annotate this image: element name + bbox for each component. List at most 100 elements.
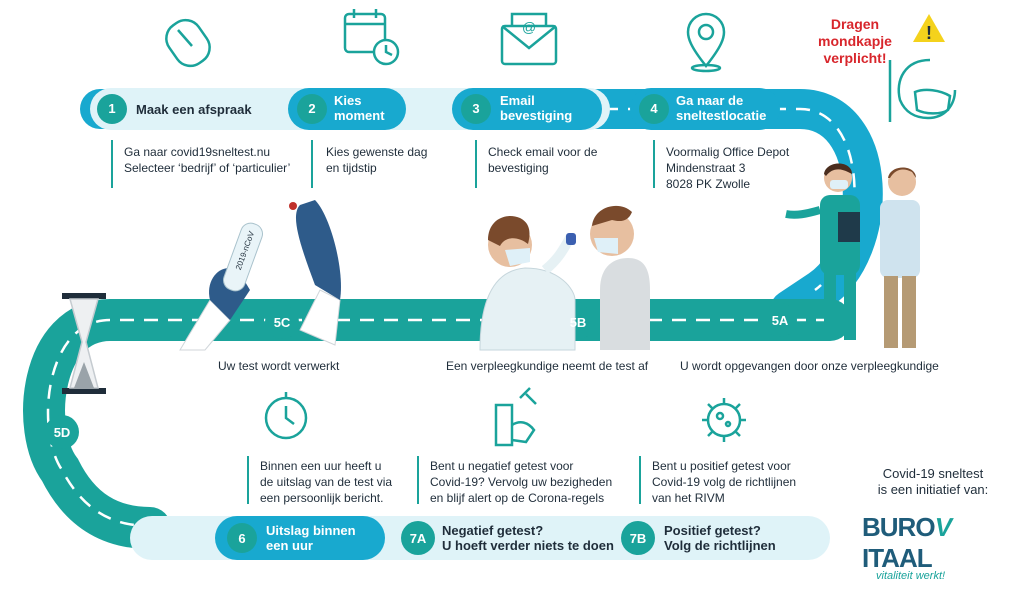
step5a-description: U wordt opgevangen door onze verpleegkun… [680, 359, 939, 373]
step7a-desc-line1: Bent u negatief getest voor [430, 459, 574, 473]
step3-pill-bg [452, 88, 602, 130]
brand-intro-line1: Covid-19 sneltest [882, 466, 984, 481]
logo-tagline: vitaliteit werkt! [876, 570, 946, 582]
step5b-description: Een verpleegkundige neemt de test af [446, 359, 649, 373]
logo-text-left: BURO [862, 512, 936, 542]
step7b-description: Bent u positief getest voor Covid-19 vol… [652, 458, 852, 506]
step1-circle [97, 94, 127, 124]
step5c-description: Uw test wordt verwerkt [218, 359, 340, 373]
step1-description: Ga naar covid19sneltest.nu Selecteer ‘be… [124, 144, 314, 176]
step3-title-line2: bevestiging [500, 108, 573, 123]
step6-desc-line1: Binnen een uur heeft u [260, 459, 382, 473]
step5c-circle [265, 305, 299, 339]
brand-intro-line2: is een initiatief van: [877, 482, 989, 497]
step4-number: 4 [650, 101, 658, 116]
step2-description: Kies gewenste dag en tijdstip [326, 144, 466, 176]
step3-circle [461, 94, 491, 124]
step1-desc-line1: Ga naar covid19sneltest.nu [124, 145, 271, 159]
step7b-title-line2: Volg de richtlijnen [664, 538, 776, 553]
step5a-label: 5A [771, 313, 789, 328]
step7a-circle [401, 521, 435, 555]
step7b-title: Positief getest? Volg de richtlijnen [664, 523, 824, 553]
burovitaal-logo: BUROVITAAL vitaliteit werkt! [862, 512, 1012, 582]
logo-v: V [932, 512, 955, 542]
warning-glyph: ! [926, 23, 932, 43]
step4-title-line1: Ga naar de [676, 93, 744, 108]
step7a-desc-line3: en blijf alert op de Corona-regels [430, 491, 605, 505]
step2-title-line2: moment [334, 108, 385, 123]
step7a-title: Negatief getest? U hoeft verder niets te… [442, 523, 632, 553]
step6-title: Uitslag binnen een uur [266, 523, 384, 553]
brand-intro: Covid-19 sneltest is een initiatief van: [858, 466, 1008, 498]
step2-circle [297, 94, 327, 124]
step4-desc-line1: Voormalig Office Depot [666, 145, 790, 159]
svg-text:@: @ [522, 19, 536, 35]
location-pin-icon [686, 12, 726, 73]
step6-circle [227, 523, 257, 553]
step2-desc-line2: en tijdstip [326, 161, 377, 175]
step1-number: 1 [108, 101, 116, 116]
wrench-hand-icon [494, 387, 537, 447]
swab-test-illustration [479, 205, 650, 351]
calendar-clock-icon [343, 9, 400, 66]
step5b-label: 5B [569, 315, 587, 330]
warning-line2: mondkapje [818, 33, 892, 49]
step7a-title-line1: Negatief getest? [442, 523, 544, 538]
step3-number: 3 [472, 101, 480, 116]
warning-line3: verplicht! [823, 50, 887, 66]
stopwatch-icon [264, 392, 308, 440]
step3-title: Email bevestiging [500, 93, 600, 123]
step2-desc-line1: Kies gewenste dag [326, 145, 428, 159]
step5d-circle [45, 415, 79, 449]
warning-line1: Dragen [830, 16, 880, 32]
hourglass-icon [62, 293, 106, 394]
step6-pill-bg [215, 516, 385, 560]
step6-description: Binnen een uur heeft u de uitslag van de… [260, 458, 420, 506]
step2-title: Kies moment [334, 93, 404, 123]
road-middle-dashes [46, 318, 830, 528]
step7b-circle [621, 521, 655, 555]
step6-title-line2: een uur [266, 538, 313, 553]
step2-number: 2 [308, 101, 316, 116]
step6-number: 6 [238, 531, 246, 546]
reception-illustration [785, 163, 920, 348]
step4-title: Ga naar de sneltestlocatie [676, 93, 780, 123]
step6-title-line1: Uitslag binnen [266, 523, 356, 538]
step7b-title-line1: Positief getest? [664, 523, 761, 538]
email-icon: @ [500, 12, 558, 66]
step5a-circle [763, 303, 797, 337]
road-top-dashes [100, 107, 856, 292]
step3-description: Check email voor de bevestiging [488, 144, 638, 176]
step7a-description: Bent u negatief getest voor Covid-19? Ve… [430, 458, 630, 506]
step7a-title-line2: U hoeft verder niets te doen [442, 538, 614, 553]
virus-icon [702, 398, 746, 442]
step7b-number: 7B [629, 531, 647, 546]
warning-icon: ! [913, 14, 945, 43]
step3-title-line1: Email [500, 93, 535, 108]
step2-title-line1: Kies [334, 93, 362, 108]
step5c-label: 5C [273, 315, 291, 330]
mask-warning-text: Dragen mondkapje verplicht! [810, 16, 900, 67]
step4-desc-line2: Mindenstraat 3 [666, 161, 746, 175]
step3-desc-line1: Check email voor de [488, 145, 598, 159]
step4-description: Voormalig Office Depot Mindenstraat 3 80… [666, 144, 816, 192]
step4-title-line2: sneltestlocatie [676, 108, 767, 123]
step7b-desc-line2: Covid-19 volg de richtlijnen [652, 475, 797, 489]
step1-title: Maak een afspraak [136, 102, 252, 117]
step7a-desc-line2: Covid-19? Vervolg uw bezigheden [430, 475, 613, 489]
logo-text-right: ITAAL [862, 543, 933, 573]
step7b-desc-line3: van het RIVM [652, 491, 725, 505]
lab-test-illustration: 2019-nCoV [179, 200, 341, 351]
step7b-desc-line1: Bent u positief getest voor [652, 459, 791, 473]
step4-circle [639, 94, 669, 124]
step5d-label: 5D [53, 425, 71, 440]
step6-desc-line2: de uitslag van de test via [260, 475, 393, 489]
step4-pill-bg [630, 88, 780, 130]
step3-desc-line2: bevestiging [488, 161, 549, 175]
mouse-icon [165, 18, 211, 68]
step6-desc-line3: een persoonlijk bericht. [260, 491, 384, 505]
mask-face-icon [888, 58, 957, 122]
step1-desc-line2: Selecteer ‘bedrijf’ of ‘particulier’ [124, 161, 291, 175]
